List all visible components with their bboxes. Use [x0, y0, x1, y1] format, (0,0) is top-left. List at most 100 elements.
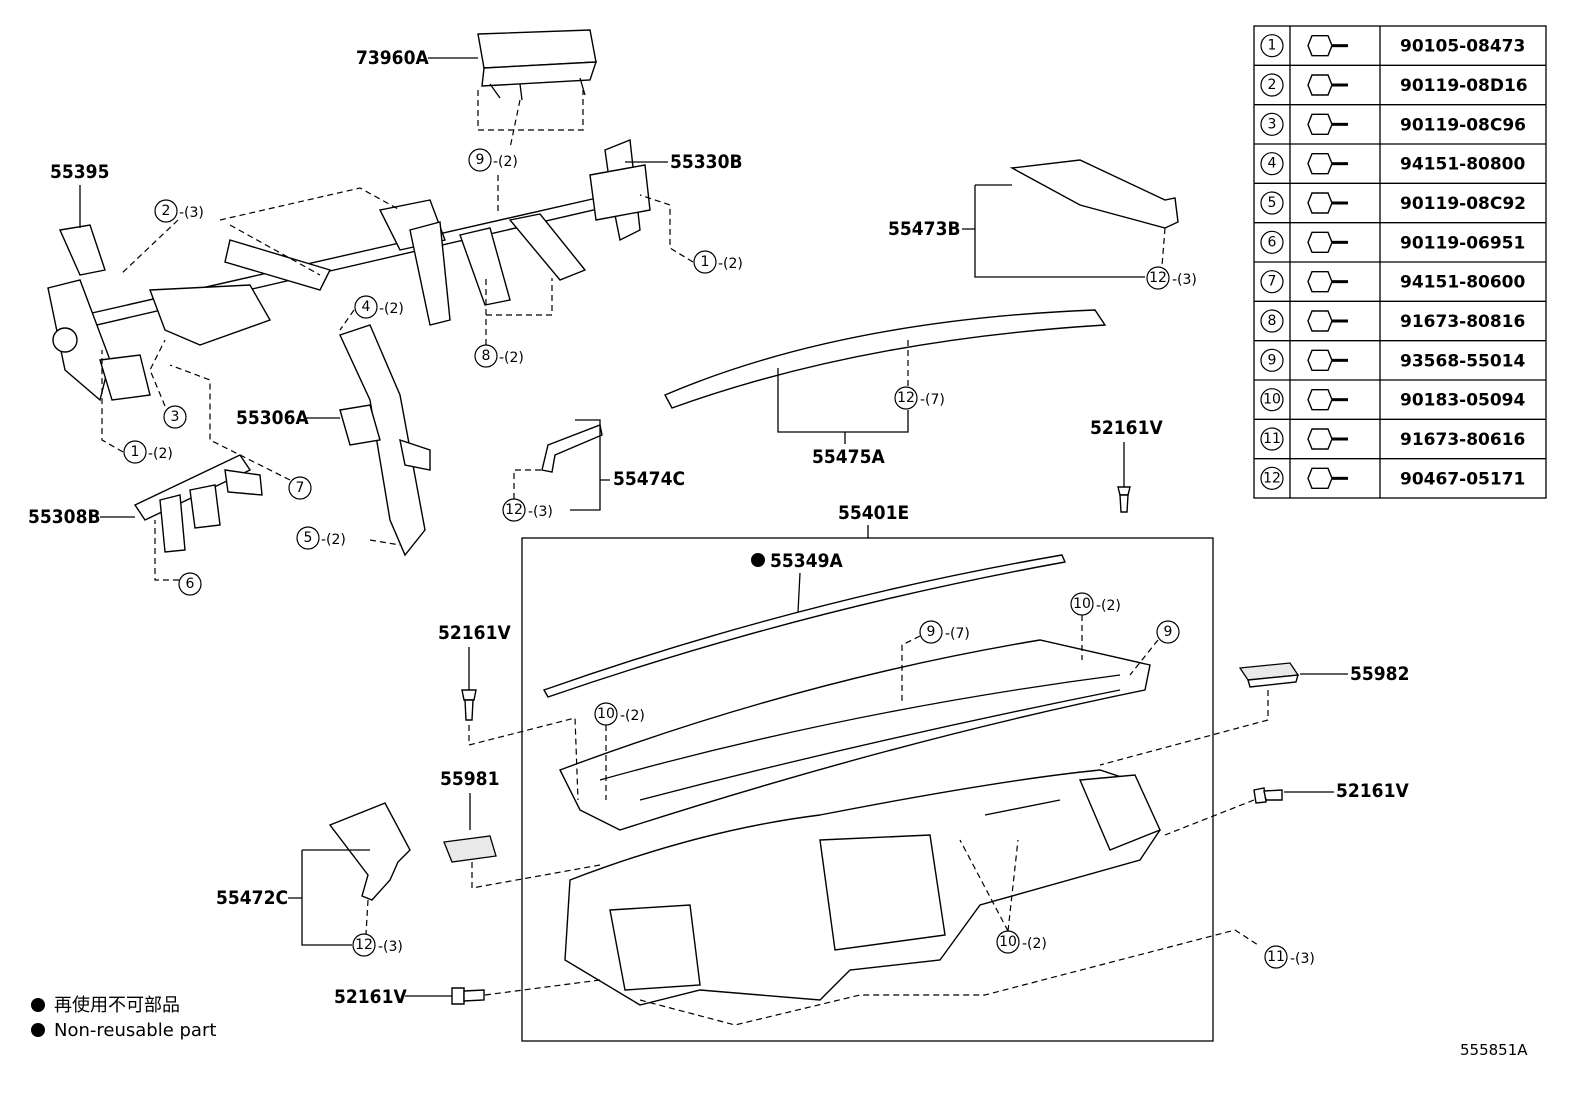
non-reusable-marker — [751, 553, 765, 567]
lower-dashboard — [564, 769, 1161, 1006]
label-55472C: 55472C — [216, 887, 288, 909]
callout-12-3-mid: 12 -(3) — [502, 498, 553, 522]
row-number-circle — [1260, 112, 1284, 136]
fastener-icon — [1307, 388, 1333, 411]
row-number-circle — [1260, 270, 1284, 294]
reference-id: 555851A — [1460, 1041, 1528, 1059]
row-number: 7 — [1268, 274, 1277, 290]
svg-text:-(7): -(7) — [945, 626, 970, 642]
pad-55475A — [664, 309, 1107, 409]
row-number-circle — [1260, 191, 1284, 215]
reinforcement-beam — [47, 139, 651, 402]
label-55308B: 55308B — [28, 506, 101, 528]
callout-10-2-b: 10 -(2) — [594, 702, 645, 726]
svg-text:2: 2 — [162, 203, 171, 219]
table-row: 3 90119-08C96 — [1260, 112, 1526, 136]
panel-frame — [521, 537, 1214, 1042]
bracket-55308B — [133, 454, 263, 553]
legend-jp: 再使用不可部品 — [54, 995, 180, 1016]
svg-text:-(3): -(3) — [1172, 272, 1197, 288]
cover-55473B — [1009, 159, 1179, 229]
legend-en: Non-reusable part — [54, 1020, 216, 1041]
part-number: 94151-80800 — [1400, 155, 1526, 175]
callout-4-2: 4 -(2) — [354, 295, 404, 319]
row-number-circle — [1260, 230, 1284, 254]
part-number: 93568-55014 — [1400, 351, 1526, 371]
callout-10-2-a: 10 -(2) — [1070, 592, 1121, 616]
label-55349A: 55349A — [770, 550, 843, 572]
table-row: 2 90119-08D16 — [1260, 73, 1528, 97]
svg-text:11: 11 — [1267, 949, 1285, 965]
callout-11-3: 11 -(3) — [1264, 945, 1315, 969]
callout-2-3: 2 -(3) — [154, 199, 204, 223]
row-number-circle — [1260, 388, 1284, 412]
callout-3: 3 — [163, 405, 187, 429]
callout-12-7: 12 -(7) — [894, 386, 945, 410]
svg-text:12: 12 — [505, 502, 523, 518]
clip-52161V-bottom — [451, 987, 485, 1005]
label-55395: 55395 — [50, 161, 109, 183]
svg-text:9: 9 — [476, 152, 485, 168]
svg-text:-(2): -(2) — [1022, 936, 1047, 952]
register-55982 — [1238, 662, 1300, 688]
callout-6: 6 — [178, 572, 202, 596]
row-number-circle — [1260, 348, 1284, 372]
fastener-icon — [1307, 310, 1333, 332]
callout-12-3-lower: 12 -(3) — [352, 933, 403, 957]
svg-text:-(2): -(2) — [379, 301, 404, 317]
svg-text:-(2): -(2) — [718, 256, 743, 272]
fastener-icon — [1307, 270, 1333, 293]
label-55982: 55982 — [1350, 663, 1409, 685]
svg-text:-(7): -(7) — [920, 392, 945, 408]
svg-text:-(3): -(3) — [528, 504, 553, 520]
label-55474C: 55474C — [613, 468, 685, 490]
svg-text:12: 12 — [897, 390, 915, 406]
callout-12-3-upper: 12 -(3) — [1146, 266, 1197, 290]
svg-text:10: 10 — [597, 706, 615, 722]
label-52161V-top: 52161V — [1090, 417, 1163, 439]
row-number: 12 — [1263, 470, 1281, 486]
callout-1-2-left: 1 -(2) — [123, 440, 173, 464]
svg-text:-(3): -(3) — [378, 939, 403, 955]
row-number-circle — [1260, 427, 1284, 451]
register-55981 — [443, 835, 497, 863]
label-73960A: 73960A — [356, 47, 429, 69]
callout-8-2: 8 -(2) — [474, 344, 524, 368]
svg-text:10: 10 — [999, 934, 1017, 950]
label-55401E: 55401E — [838, 502, 909, 524]
svg-text:-(2): -(2) — [493, 154, 518, 170]
fastener-icon — [1307, 152, 1333, 175]
svg-text:7: 7 — [296, 480, 305, 496]
part-number: 94151-80600 — [1400, 273, 1526, 293]
table-row: 4 94151-80800 — [1260, 152, 1526, 176]
svg-text:-(2): -(2) — [321, 532, 346, 548]
part-number: 90119-08C96 — [1400, 115, 1526, 135]
cover-55472C — [328, 802, 411, 901]
fastener-icon — [1307, 428, 1333, 450]
part-number: 90119-08D16 — [1400, 76, 1528, 96]
svg-text:-(2): -(2) — [499, 350, 524, 366]
brace-55306A — [339, 324, 431, 557]
row-number-circle — [1260, 34, 1284, 58]
strip-55349A — [542, 554, 1066, 698]
fastener-icon — [1307, 34, 1333, 57]
svg-text:1: 1 — [131, 444, 140, 460]
row-number: 4 — [1268, 156, 1277, 172]
label-52161V-left: 52161V — [438, 622, 511, 644]
row-number-circle — [1260, 466, 1284, 490]
row-number: 3 — [1268, 116, 1277, 132]
fastener-icon — [1307, 467, 1333, 490]
table-row: 7 94151-80600 — [1260, 270, 1526, 294]
part-number: 90119-06951 — [1400, 233, 1525, 253]
clip-52161V-right — [1253, 787, 1283, 804]
row-number: 2 — [1268, 77, 1277, 93]
row-number-circle — [1260, 73, 1284, 97]
part-number: 91673-80616 — [1400, 430, 1525, 450]
fastener-icon — [1307, 349, 1333, 372]
